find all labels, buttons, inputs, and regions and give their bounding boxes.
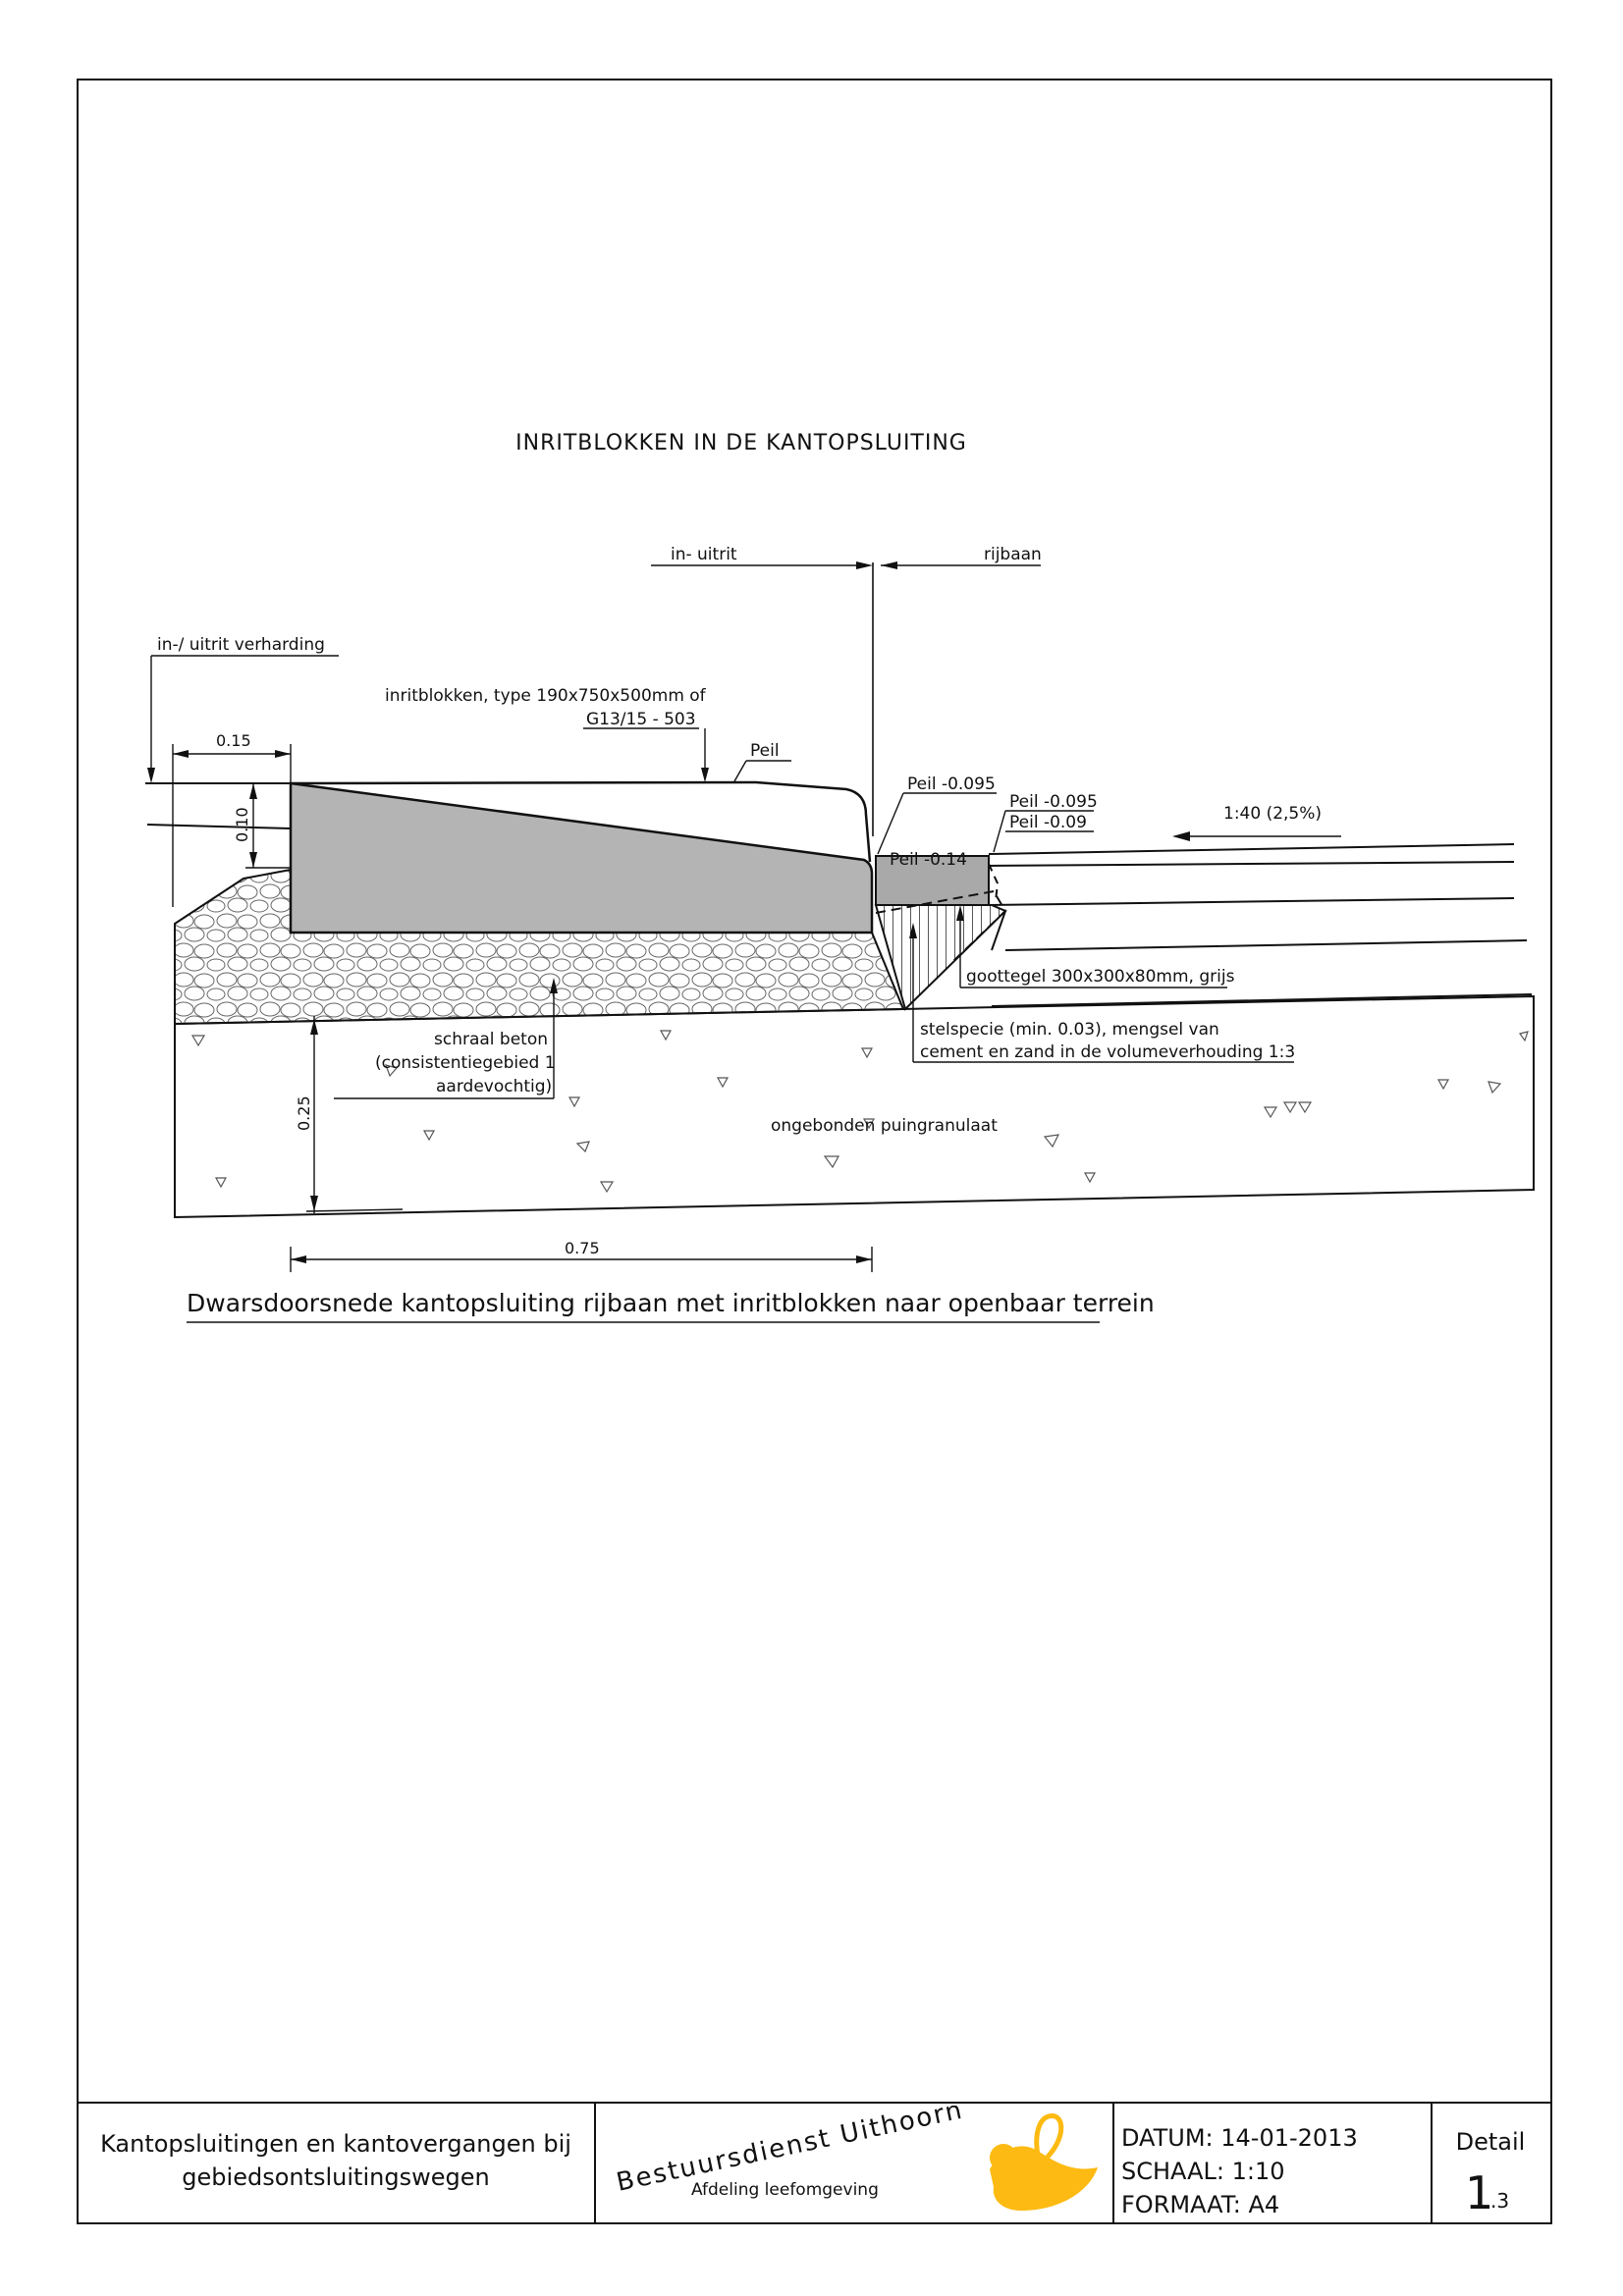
label-peil-0095-a: Peil -0.095 bbox=[907, 774, 996, 794]
inritblok bbox=[289, 781, 874, 934]
dim-015: 0.15 bbox=[216, 731, 251, 750]
label-schraal-2: (consistentiegebied 1 bbox=[375, 1053, 556, 1073]
organisation-logo: Bestuursdienst Uithoorn Afdeling leefomg… bbox=[614, 2106, 1098, 2211]
titleblock-detail-sub: .3 bbox=[1490, 2189, 1509, 2213]
dim-010: 0.10 bbox=[233, 807, 251, 842]
label-goottegel: goottegel 300x300x80mm, grijs bbox=[966, 967, 1235, 987]
label-stelspecie-1: stelspecie (min. 0.03), mengsel van bbox=[920, 1020, 1219, 1040]
titleblock-description-1: Kantopsluitingen en kantovergangen bij bbox=[100, 2130, 571, 2158]
logo-org-dept: Afdeling leefomgeving bbox=[691, 2180, 879, 2200]
logo-ribbon bbox=[1034, 2113, 1064, 2194]
label-puingranulaat: ongebonden puingranulaat bbox=[771, 1116, 998, 1136]
label-slope: 1:40 (2,5%) bbox=[1223, 804, 1322, 824]
label-inritblokken-1: inritblokken, type 190x750x500mm of bbox=[385, 686, 707, 706]
titleblock-schaal: SCHAAL: 1:10 bbox=[1121, 2158, 1285, 2185]
label-verharding: in-/ uitrit verharding bbox=[157, 635, 325, 655]
aggregate-marks bbox=[190, 1030, 1529, 1194]
titleblock-description-2: gebiedsontsluitingswegen bbox=[182, 2163, 489, 2191]
titleblock-datum: DATUM: 14-01-2013 bbox=[1121, 2124, 1358, 2152]
label-peil-0095-b: Peil -0.095 bbox=[1009, 792, 1098, 812]
drawing-caption: Dwarsdoorsnede kantopsluiting rijbaan me… bbox=[187, 1289, 1155, 1317]
label-schraal-3: aardevochtig) bbox=[436, 1077, 552, 1096]
label-peil-014: Peil -0.14 bbox=[890, 850, 967, 870]
sheet-border bbox=[77, 79, 1552, 2224]
dim-075: 0.75 bbox=[565, 1239, 600, 1257]
goottegel bbox=[875, 855, 990, 906]
titleblock-detail-label: Detail bbox=[1456, 2128, 1526, 2156]
drawing-title: INRITBLOKKEN IN DE KANTOPSLUITING bbox=[515, 431, 967, 455]
label-stelspecie-2: cement en zand in de volumeverhouding 1:… bbox=[920, 1042, 1295, 1062]
titleblock-formaat: FORMAAT: A4 bbox=[1121, 2191, 1279, 2218]
titleblock-detail-number: 1 bbox=[1465, 2166, 1493, 2219]
label-schraal-1: schraal beton bbox=[434, 1030, 548, 1049]
label-peil-009: Peil -0.09 bbox=[1009, 813, 1087, 832]
label-inritblokken-2: G13/15 - 503 bbox=[586, 710, 696, 729]
puingranulaat-layer bbox=[174, 994, 1535, 1219]
label-rijbaan: rijbaan bbox=[984, 545, 1042, 564]
label-peil: Peil bbox=[750, 741, 780, 761]
dim-025: 0.25 bbox=[295, 1095, 313, 1131]
label-in-uitrit: in- uitrit bbox=[671, 545, 737, 564]
